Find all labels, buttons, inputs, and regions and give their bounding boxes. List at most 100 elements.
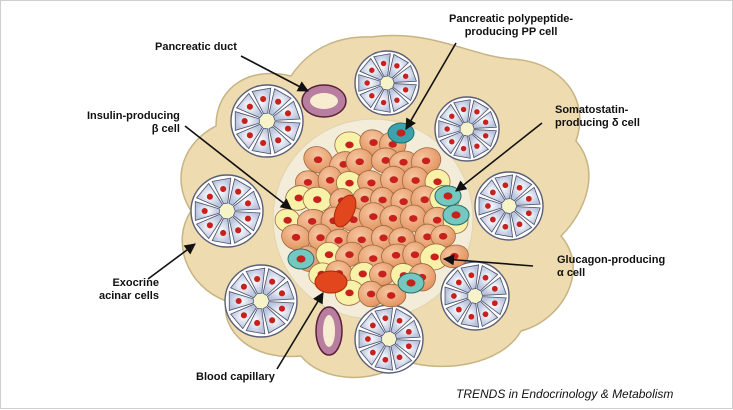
- blood-capillary-icon: [315, 271, 347, 293]
- pancreatic-duct-label: Pancreatic duct: [155, 41, 237, 54]
- cell-nucleus: [397, 318, 403, 324]
- cell-nucleus: [403, 73, 408, 78]
- cell-nucleus: [308, 218, 316, 225]
- cell-nucleus: [483, 119, 488, 124]
- acinar-lumen: [254, 294, 268, 308]
- cell-nucleus: [403, 87, 408, 92]
- cell-nucleus: [423, 233, 431, 240]
- cell-nucleus: [370, 350, 376, 356]
- cell-nucleus: [242, 118, 248, 124]
- cell-nucleus: [517, 221, 523, 227]
- cell-nucleus: [490, 217, 496, 223]
- source-credit: TRENDS in Endocrinology & Metabolism: [456, 387, 673, 401]
- cell-nucleus: [421, 196, 429, 203]
- cell-nucleus: [367, 291, 375, 298]
- cell-nucleus: [430, 254, 438, 261]
- cell-nucleus: [202, 208, 208, 214]
- acinar-label: Exocrine acinar cells: [99, 277, 159, 303]
- delta-cell-label-line2: producing δ cell: [555, 117, 640, 130]
- cell-nucleus: [461, 146, 466, 151]
- cell-nucleus: [370, 323, 376, 329]
- cell-nucleus: [345, 141, 353, 148]
- cell-nucleus: [365, 336, 371, 342]
- cell-nucleus: [241, 284, 247, 290]
- cell-nucleus: [260, 96, 266, 102]
- cell-nucleus: [407, 279, 416, 286]
- pancreatic-duct-label-text: Pancreatic duct: [155, 41, 237, 53]
- cell-nucleus: [474, 109, 479, 114]
- acinar-cluster: [231, 85, 303, 157]
- delta-cell: [443, 205, 469, 225]
- cell-nucleus: [275, 137, 281, 143]
- delta-cell-label: Somatostatin- producing δ cell: [555, 104, 640, 130]
- cell-nucleus: [378, 271, 386, 278]
- acinar-cluster: [475, 172, 543, 240]
- cell-nucleus: [444, 126, 449, 131]
- delta-cell-label-line1: Somatostatin-: [555, 104, 640, 117]
- cell-nucleus: [367, 180, 375, 187]
- cell-nucleus: [379, 234, 387, 241]
- cell-nucleus: [399, 159, 407, 166]
- cell-nucleus: [245, 216, 251, 222]
- cell-nucleus: [399, 198, 407, 205]
- cell-nucleus: [456, 307, 462, 313]
- cell-nucleus: [485, 203, 491, 209]
- cell-nucleus: [394, 97, 399, 102]
- pancreatic-duct-icon: [302, 85, 346, 117]
- cell-nucleus: [397, 354, 403, 360]
- cell-nucleus: [378, 197, 386, 204]
- cell-nucleus: [483, 133, 488, 138]
- cell-nucleus: [334, 237, 342, 244]
- cell-nucleus: [220, 186, 226, 192]
- cell-nucleus: [444, 192, 453, 199]
- cell-nucleus: [220, 230, 226, 236]
- cell-nucleus: [483, 311, 489, 317]
- cell-nucleus: [490, 190, 496, 196]
- cell-nucleus: [254, 320, 260, 326]
- cell-nucleus: [468, 314, 474, 320]
- cell-nucleus: [279, 290, 285, 296]
- cell-nucleus: [468, 272, 474, 278]
- cell-nucleus: [381, 100, 386, 105]
- cell-nucleus: [406, 343, 412, 349]
- cell-nucleus: [364, 80, 369, 85]
- acinar-cluster: [355, 305, 423, 373]
- cell-nucleus: [254, 276, 260, 282]
- cell-nucleus: [275, 99, 281, 105]
- acinar-cluster: [225, 265, 297, 337]
- cell-nucleus: [492, 300, 498, 306]
- cell-nucleus: [207, 194, 213, 200]
- capillary-label-text: Blood capillary: [196, 371, 275, 383]
- cell-nucleus: [439, 233, 447, 240]
- delta-cell: [398, 273, 424, 293]
- cell-nucleus: [409, 215, 417, 222]
- cell-nucleus: [526, 210, 532, 216]
- cell-nucleus: [345, 289, 353, 296]
- cell-nucleus: [325, 251, 333, 258]
- cell-nucleus: [369, 68, 374, 73]
- cell-nucleus: [451, 293, 457, 299]
- cell-nucleus: [369, 93, 374, 98]
- cell-nucleus: [433, 217, 441, 224]
- cell-nucleus: [406, 329, 412, 335]
- acinar-label-line2: acinar cells: [99, 290, 159, 303]
- cell-nucleus: [295, 195, 303, 202]
- cell-nucleus: [483, 275, 489, 281]
- cell-nucleus: [326, 177, 334, 184]
- cell-nucleus: [517, 185, 523, 191]
- cell-nucleus: [359, 271, 367, 278]
- cell-nucleus: [314, 156, 322, 163]
- cell-nucleus: [285, 126, 291, 132]
- acinar-lumen: [468, 289, 482, 303]
- beta-cell-label-line2: β cell: [87, 123, 180, 136]
- cell-nucleus: [397, 129, 406, 136]
- cell-nucleus: [247, 132, 253, 138]
- beta-cell-label-line1: Insulin-producing: [87, 110, 180, 123]
- capillary-label: Blood capillary: [196, 371, 275, 384]
- cell-nucleus: [382, 315, 388, 321]
- cell-nucleus: [247, 104, 253, 110]
- acinar-lumen: [382, 332, 396, 346]
- acinar-label-line1: Exocrine: [99, 277, 159, 290]
- cell-nucleus: [241, 312, 247, 318]
